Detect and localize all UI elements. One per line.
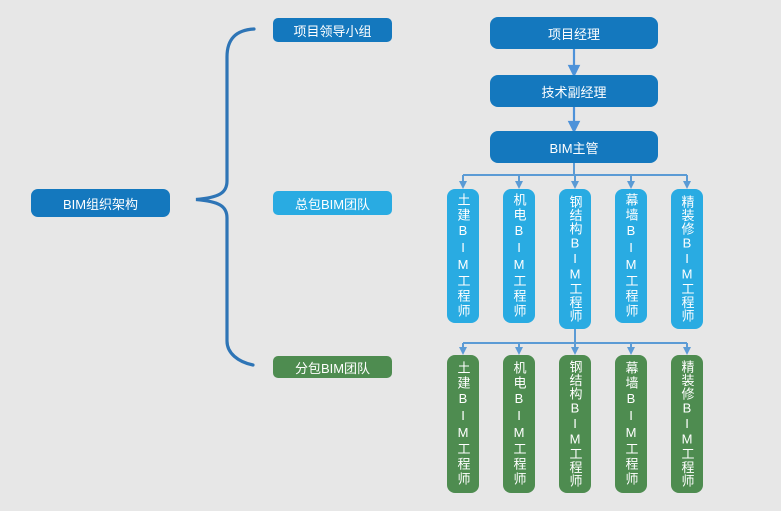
general-column-civil-bim-engineer: 土建BIM工程师 — [447, 189, 479, 323]
subcontract-column-curtain-wall-bim-engineer: 幕墙BIM工程师 — [615, 355, 647, 493]
arrow-down-icon — [567, 64, 581, 78]
arrow-down-icon — [627, 181, 635, 189]
node-project-manager: 项目经理 — [490, 17, 658, 49]
node-label: 技术副经理 — [541, 84, 607, 100]
arrow-down-icon — [683, 347, 691, 355]
subcontract-column-decoration-bim-engineer: 精装修BIM工程师 — [671, 355, 703, 493]
general-column-curtain-wall-bim-engineer: 幕墙BIM工程师 — [615, 189, 647, 323]
column-label: 土建BIM工程师 — [455, 193, 471, 319]
general-column-steel-structure-bim-engineer: 钢结构BIM工程师 — [559, 189, 591, 329]
general-column-decoration-bim-engineer: 精装修BIM工程师 — [671, 189, 703, 329]
subcontract-column-mep-bim-engineer: 机电BIM工程师 — [503, 355, 535, 493]
column-label: 幕墙BIM工程师 — [623, 193, 639, 319]
node-bim-supervisor: BIM主管 — [490, 131, 658, 163]
arrow-down-icon — [683, 181, 691, 189]
curly-brace-icon — [195, 27, 256, 367]
branch-label: 分包BIM团队 — [294, 360, 371, 376]
subcontract-column-civil-bim-engineer: 土建BIM工程师 — [447, 355, 479, 493]
branch-subcontract-bim-team: 分包BIM团队 — [273, 356, 392, 378]
arrow-down-icon — [459, 347, 467, 355]
column-label: 精装修BIM工程师 — [679, 360, 695, 488]
branch-label: 项目领导小组 — [293, 23, 372, 39]
arrow-down-icon — [515, 347, 523, 355]
column-label: 精装修BIM工程师 — [679, 195, 695, 323]
general-column-mep-bim-engineer: 机电BIM工程师 — [503, 189, 535, 323]
arrow-down-icon — [571, 181, 579, 189]
column-label: 幕墙BIM工程师 — [623, 361, 639, 487]
column-label: 钢结构BIM工程师 — [567, 360, 583, 488]
arrow-down-icon — [459, 181, 467, 189]
branch-leadership-group: 项目领导小组 — [273, 18, 392, 42]
column-label: 机电BIM工程师 — [511, 361, 527, 487]
column-label: 机电BIM工程师 — [511, 193, 527, 319]
column-label: 土建BIM工程师 — [455, 361, 471, 487]
root-node-label: BIM组织架构 — [62, 196, 139, 212]
column-label: 钢结构BIM工程师 — [567, 195, 583, 323]
arrow-down-icon — [627, 347, 635, 355]
branch-label: 总包BIM团队 — [294, 196, 371, 212]
branch-general-bim-team: 总包BIM团队 — [273, 191, 392, 215]
arrow-down-icon — [567, 120, 581, 134]
node-label: BIM主管 — [549, 140, 599, 156]
node-technical-deputy-manager: 技术副经理 — [490, 75, 658, 107]
node-label: 项目经理 — [547, 26, 600, 42]
arrow-down-icon — [515, 181, 523, 189]
arrow-down-icon — [571, 347, 579, 355]
subcontract-column-steel-structure-bim-engineer: 钢结构BIM工程师 — [559, 355, 591, 493]
root-node-bim-org: BIM组织架构 — [31, 189, 170, 217]
